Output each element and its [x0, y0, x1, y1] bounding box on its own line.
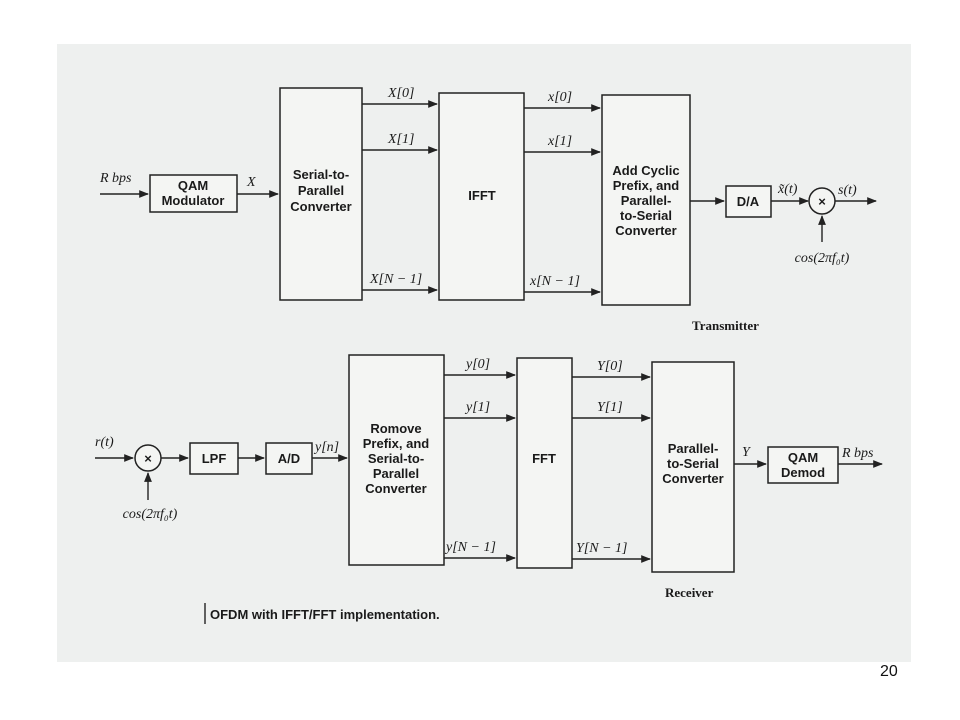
remove-prefix-label-line-2: Prefix, and [363, 436, 430, 451]
fft-output-label-1: Y[1] [597, 400, 623, 415]
p2s-output-label: Y [742, 445, 752, 460]
rx-output-label: R bps [841, 446, 874, 461]
qam-demod-block [767, 446, 839, 484]
add-cyclic-prefix-block [601, 94, 691, 306]
tx-mixer-symbol: × [818, 194, 826, 209]
s2p-label-line-2: Parallel [298, 183, 344, 198]
fft-output-label-n: Y[N − 1] [576, 541, 627, 556]
serial-to-parallel-block [279, 87, 363, 301]
figure-caption: OFDM with IFFT/FFT implementation. [210, 607, 440, 622]
lpf-label: LPF [202, 451, 227, 466]
qam-demod-label-line-2: Demod [781, 465, 825, 480]
cyclic-label-line-4: to-Serial [620, 208, 672, 223]
remove-prefix-label-line-4: Parallel [373, 466, 419, 481]
fft-label: FFT [532, 451, 556, 466]
s2p-output-label-0: X[0] [387, 86, 414, 101]
lpf-block [189, 442, 239, 475]
transmitter-title: Transmitter [692, 318, 759, 333]
page-number: 20 [880, 663, 898, 680]
s2p-output-label-1: X[1] [387, 132, 414, 147]
rp-output-label-n: y[N − 1] [444, 540, 496, 555]
rx-mixer-symbol: × [144, 451, 152, 466]
ifft-label: IFFT [468, 188, 495, 203]
da-converter-block [725, 185, 772, 218]
rx-carrier-label: cos(2πf₀t) [123, 507, 178, 522]
rp-output-label-1: y[1] [464, 400, 490, 415]
ad-output-label: y[n] [313, 440, 339, 455]
da-output-label: x̃(t) [777, 182, 798, 197]
remove-prefix-label-line-5: Converter [365, 481, 426, 496]
remove-prefix-block [348, 354, 445, 566]
qam-modulator-block [149, 174, 238, 213]
p2s-label-line-3: Converter [662, 471, 723, 486]
remove-prefix-label-line-3: Serial-to- [368, 451, 424, 466]
p2s-label-line-1: Parallel- [668, 441, 719, 456]
cyclic-label-line-2: Prefix, and [613, 178, 680, 193]
ad-converter-block [265, 442, 313, 475]
cyclic-label-line-1: Add Cyclic [612, 163, 679, 178]
tx-input-label: R bps [99, 171, 132, 186]
remove-prefix-label-line-1: Romove [370, 421, 421, 436]
fft-block [516, 357, 573, 569]
receiver-title: Receiver [665, 585, 714, 600]
rx-input-label: r(t) [95, 435, 114, 450]
cyclic-label-line-3: Parallel- [621, 193, 672, 208]
qam-demod-label-line-1: QAM [788, 450, 818, 465]
parallel-to-serial-block [651, 361, 735, 573]
cyclic-label-line-5: Converter [615, 223, 676, 238]
ifft-output-label-n: x[N − 1] [529, 274, 580, 289]
tx-carrier-label: cos(2πf₀t) [795, 251, 850, 266]
rp-output-label-0: y[0] [464, 357, 490, 372]
s2p-label-line-1: Serial-to- [293, 167, 349, 182]
fft-output-label-0: Y[0] [597, 359, 623, 374]
qam-output-label: X [246, 175, 256, 190]
da-label: D/A [737, 194, 760, 209]
s2p-label-line-3: Converter [290, 199, 351, 214]
qam-modulator-label-line-2: Modulator [162, 193, 225, 208]
ifft-output-label-0: x[0] [547, 90, 572, 105]
ifft-block [438, 92, 525, 301]
ifft-output-label-1: x[1] [547, 134, 572, 149]
ad-label: A/D [278, 451, 300, 466]
tx-output-label: s(t) [838, 183, 857, 198]
p2s-label-line-2: to-Serial [667, 456, 719, 471]
qam-modulator-label-line-1: QAM [178, 178, 208, 193]
s2p-output-label-n: X[N − 1] [369, 272, 422, 287]
